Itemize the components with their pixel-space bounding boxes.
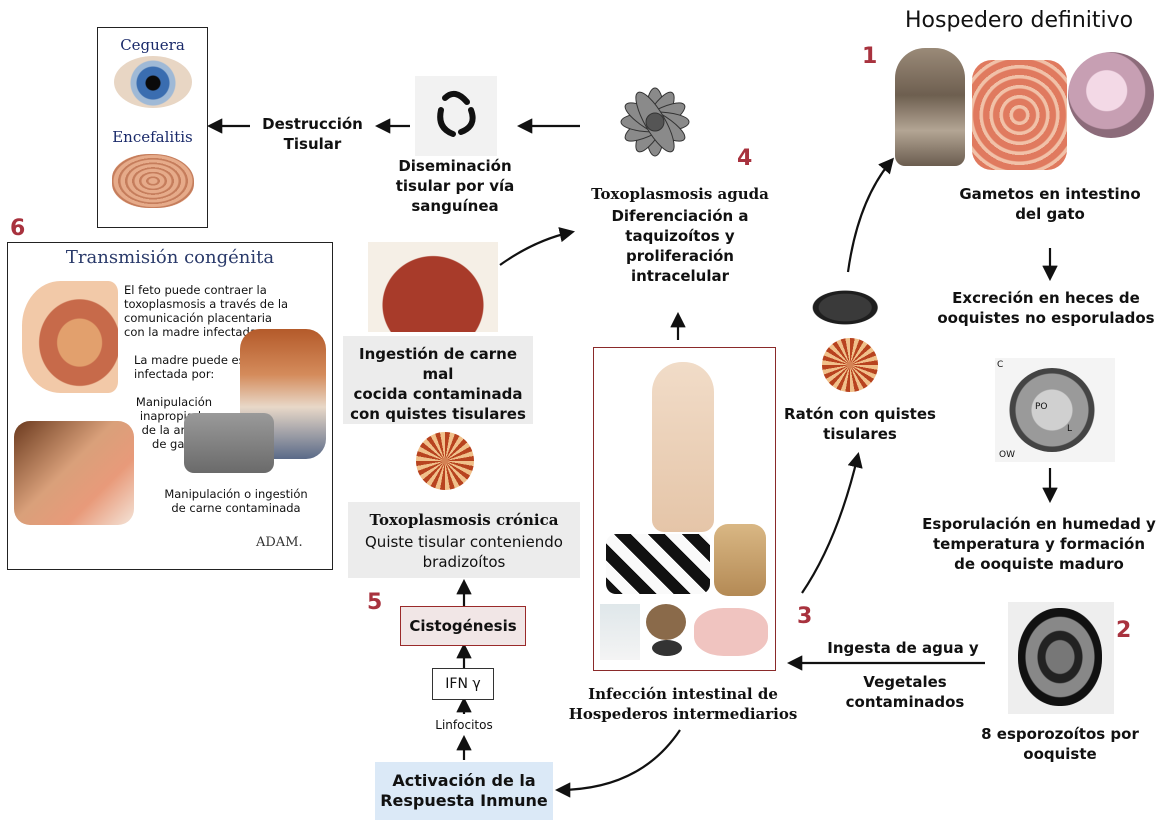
- ingestion-carne-box: Ingestión de carne mal cocida contaminad…: [343, 336, 533, 424]
- small-mouse-image: [652, 640, 682, 656]
- vegetales-label: Vegetales contaminados: [830, 672, 980, 712]
- infeccion-label: Infección intestinal de Hospederos inter…: [548, 684, 818, 724]
- destruccion-label: Destrucción Tisular: [255, 114, 370, 154]
- encefalitis-label: Encefalitis: [98, 128, 207, 146]
- tissue-cyst-image: [416, 432, 474, 490]
- cistogenesis-box: Cistogénesis: [400, 606, 526, 646]
- ceguera-label: Ceguera: [98, 36, 207, 54]
- excrecion-label: Excreción en heces de ooquistes no espor…: [930, 288, 1162, 328]
- linfocitos-label: Linfocitos: [422, 718, 506, 732]
- sporulated-oocyst-body: [1018, 608, 1102, 706]
- rosette-image: [605, 76, 705, 168]
- step-number-2: 2: [1116, 618, 1131, 643]
- step-number-3: 3: [797, 604, 812, 629]
- toxo-cronica-box: Toxoplasmosis crónica Quiste tisular con…: [348, 502, 580, 578]
- ingestion-carne-label: Ingestión de carne mal cocida contaminad…: [343, 344, 533, 424]
- oocyst-label-l: L: [1067, 424, 1072, 434]
- ifn-box: IFN γ: [432, 668, 494, 700]
- symptoms-box: Ceguera Encefalitis: [97, 27, 208, 228]
- human-figure-image: [652, 362, 714, 532]
- eye-image: [114, 56, 192, 108]
- step-number-1: 1: [862, 44, 877, 69]
- oocyst-label-c: C: [997, 360, 1003, 370]
- oocyst-label-po: PO: [1035, 402, 1048, 412]
- cat-image: [895, 48, 965, 166]
- mouse-cyst-image: [822, 338, 878, 392]
- raton-label: Ratón con quistes tisulares: [780, 404, 940, 444]
- step-number-5: 5: [367, 590, 382, 615]
- sporulated-oocyst-image: [1008, 602, 1114, 714]
- activacion-box: Activación de la Respuesta Inmune: [375, 762, 553, 820]
- ifn-label: IFN γ: [433, 674, 493, 694]
- gametos-label: Gametos en intestino del gato: [945, 184, 1155, 224]
- bird-image: [646, 604, 686, 640]
- diseminacion-label: Diseminación tisular por vía sanguínea: [385, 156, 525, 216]
- toxo-cronica-title: Toxoplasmosis crónica: [348, 510, 580, 530]
- meat-image: [368, 242, 498, 332]
- step-number-4: 4: [737, 146, 752, 171]
- congenital-title: Transmisión congénita: [8, 247, 332, 268]
- dog-image: [714, 524, 766, 596]
- toxo-cronica-desc: Quiste tisular conteniendo bradizoítos: [348, 532, 580, 572]
- tachyzoite-icon: [415, 76, 497, 156]
- ingesta-label: Ingesta de agua y: [818, 638, 988, 658]
- congenital-text-4: Manipulación o ingestión de carne contam…: [156, 487, 316, 515]
- cow-image: [606, 534, 710, 594]
- definitive-host-title: Hospedero definitivo: [905, 8, 1133, 33]
- chicken-image: [600, 604, 640, 660]
- intermediate-hosts-box: [593, 347, 776, 671]
- congenital-panel: Transmisión congénita El feto puede cont…: [7, 242, 333, 570]
- mouse-image: [802, 280, 898, 330]
- cistogenesis-label: Cistogénesis: [401, 616, 525, 636]
- rosette-icon: [605, 76, 705, 168]
- toxo-aguda-title: Toxoplasmosis aguda: [565, 184, 795, 204]
- intestine-image: [972, 60, 1067, 170]
- activacion-label: Activación de la Respuesta Inmune: [375, 771, 553, 811]
- toxo-aguda-desc: Diferenciación a taquizoítos y prolifera…: [585, 206, 775, 286]
- litter-box-cat-image: [184, 413, 274, 473]
- adam-logo: ADAM.: [256, 535, 303, 550]
- step-number-6: 6: [10, 216, 25, 241]
- esporozoitos-label: 8 esporozoítos por ooquiste: [975, 724, 1145, 764]
- oocyst-label-ow: OW: [999, 450, 1015, 460]
- oocyst-micrograph: C PO L OW: [995, 358, 1115, 462]
- intestine-zoom-image: [1068, 52, 1154, 138]
- fetus-image: [22, 281, 118, 393]
- oocyst-body: [1009, 368, 1095, 452]
- arrow-animals-to-mouse: [802, 455, 858, 593]
- arrow-mouse-to-cat: [848, 160, 892, 272]
- woman-eating-image: [14, 421, 134, 525]
- esporulacion-label: Esporulación en humedad y temperatura y …: [915, 514, 1163, 574]
- arrow-meat-to-aguda: [500, 232, 572, 265]
- tachyzoite-image: [415, 76, 497, 156]
- brain-image: [112, 154, 194, 208]
- pig-image: [694, 608, 768, 656]
- arrow-infeccion-to-activacion: [558, 730, 680, 790]
